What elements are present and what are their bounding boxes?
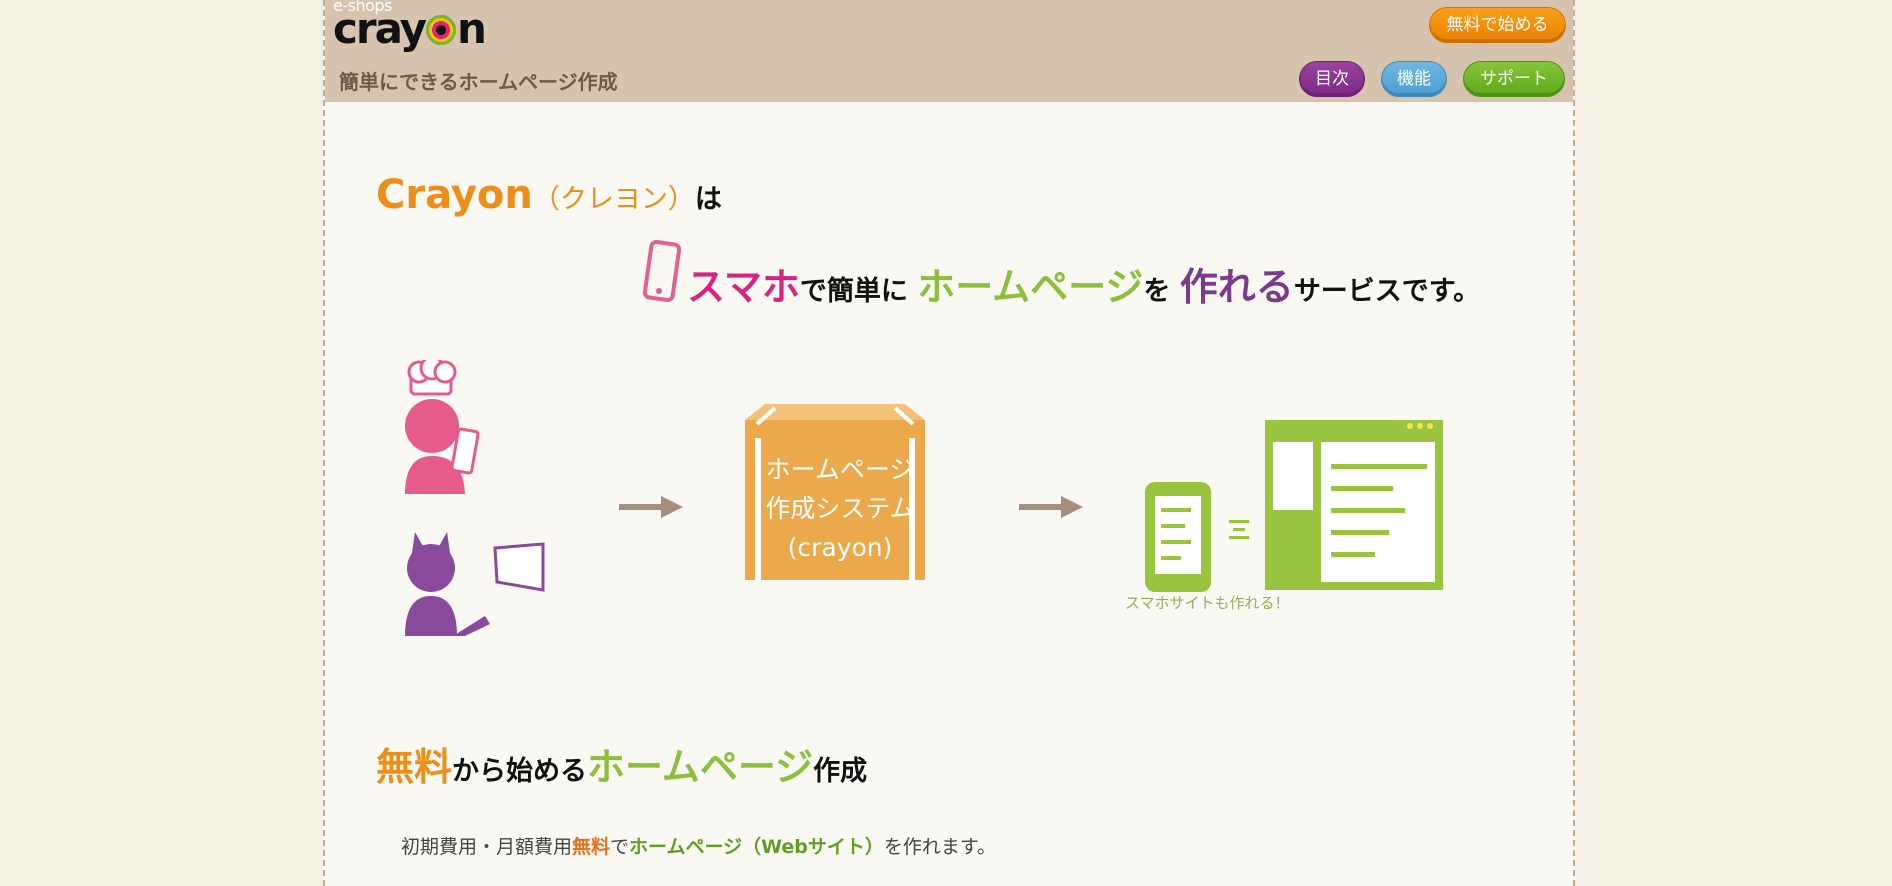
brand-name: Crayon	[376, 172, 533, 218]
section-description: 初期費用・月額費用無料でホームページ（Webサイト）を作れます。	[401, 832, 996, 859]
section-homepage-text: ホームページ	[587, 745, 814, 789]
desc-can-make: を作れます。	[883, 836, 996, 858]
box-line-1: ホームページ	[765, 455, 915, 484]
wo-text: を	[1143, 276, 1171, 307]
easy-text: で簡単に	[799, 276, 908, 307]
box-line-3: (crayon)	[787, 533, 893, 562]
from-text: から始める	[452, 756, 588, 787]
arrow-right-icon	[619, 496, 683, 518]
wireless-signal-icon	[1229, 520, 1249, 539]
logo-text-pre: cray	[333, 4, 427, 53]
arrow-right-icon-2	[1019, 496, 1083, 518]
logo-eshops: e-shops	[333, 0, 392, 15]
service-text: サービスです。	[1293, 276, 1481, 307]
desc-free: 無料	[572, 836, 611, 858]
cat-person-icon	[405, 532, 545, 636]
smartphone-icon	[642, 240, 682, 303]
system-box-icon	[745, 404, 925, 580]
start-free-button[interactable]: 無料で始める	[1429, 7, 1566, 43]
brand-kana: （クレヨン）	[532, 184, 695, 215]
desc-cost: 初期費用・月額費用	[401, 836, 573, 858]
create-text: 作成	[813, 756, 868, 787]
section-heading: 無料から始めるホームページ作成	[376, 736, 867, 791]
desc-homepage: ホームページ（Webサイト）	[629, 836, 884, 858]
tagline: 簡単にできるホームページ作成	[339, 70, 618, 94]
logo-text-post: n	[457, 4, 487, 53]
system-box-label: ホームページ 作成システム (crayon)	[765, 450, 915, 567]
logo-crayon-circle-icon	[426, 15, 457, 45]
browser-window-icon	[1265, 420, 1443, 590]
service-diagram	[405, 360, 1443, 636]
chef-person-icon	[405, 360, 480, 494]
support-button[interactable]: サポート	[1463, 61, 1565, 97]
hero-heading: Crayon（クレヨン）は	[376, 172, 722, 218]
homepage-text: ホームページ	[917, 265, 1144, 309]
box-line-2: 作成システム	[765, 494, 915, 523]
desc-de: で	[610, 836, 630, 858]
free-text: 無料	[376, 745, 453, 789]
phone-site-icon	[1145, 482, 1211, 592]
hero-subheading: スマホで簡単に ホームページを 作れるサービスです。	[637, 256, 1480, 311]
phone-site-note: スマホサイトも作れる！	[1125, 594, 1290, 612]
toc-button[interactable]: 目次	[1299, 61, 1365, 97]
features-button[interactable]: 機能	[1381, 61, 1447, 97]
brand-suffix: は	[694, 184, 722, 215]
make-text: 作れる	[1179, 265, 1294, 309]
smartphone-text: スマホ	[687, 265, 800, 309]
